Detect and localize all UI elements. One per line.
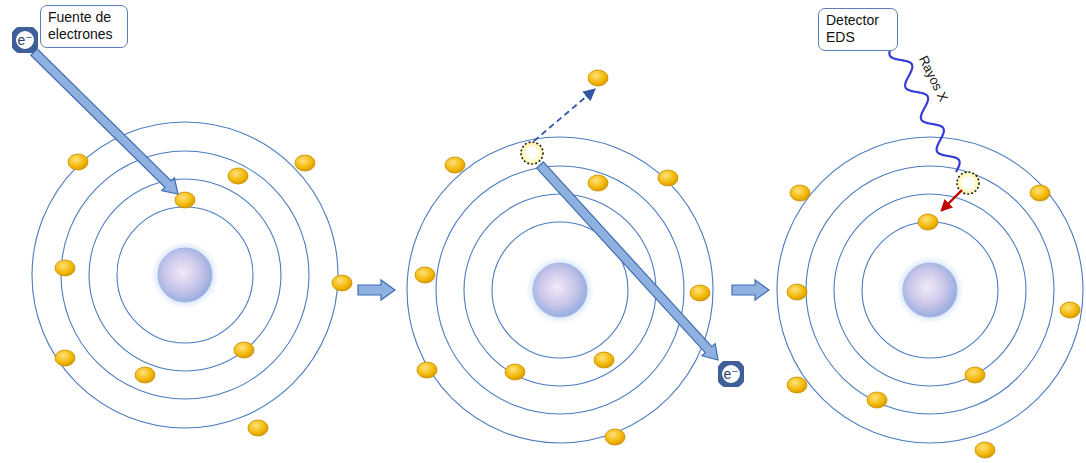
ejected-electron — [588, 70, 608, 86]
electron — [594, 352, 614, 368]
atom — [32, 122, 352, 436]
ejection-path — [534, 90, 594, 141]
electron — [690, 285, 710, 301]
orbit — [834, 194, 1026, 386]
orbit — [806, 166, 1054, 414]
nucleus-glow — [151, 241, 219, 309]
electron-symbol-text: e⁻ — [17, 33, 32, 47]
electron — [1030, 185, 1050, 201]
electron — [787, 377, 807, 393]
nucleus-glow — [526, 256, 594, 324]
orbit — [32, 122, 338, 428]
electron-symbol: e⁻ — [12, 27, 38, 53]
text-box: Fuente de electrones — [40, 5, 128, 48]
electron — [658, 170, 678, 186]
electron — [918, 214, 938, 230]
box-text: Detector EDS — [826, 12, 890, 46]
scattered-electron-arrow — [537, 162, 718, 360]
step-arrow — [732, 280, 769, 300]
electron — [248, 420, 268, 436]
orbit — [464, 194, 656, 386]
electron — [790, 185, 810, 201]
electron — [588, 175, 608, 191]
electron — [867, 392, 887, 408]
electron — [68, 154, 88, 170]
orbit — [61, 151, 309, 399]
nucleus — [903, 263, 957, 317]
electron — [505, 364, 525, 380]
x-ray-wave — [889, 44, 959, 172]
electron — [332, 275, 352, 291]
nucleus-glow — [896, 256, 964, 324]
x-ray-label: Rayos X — [916, 53, 951, 104]
circle-outline — [719, 362, 743, 386]
vacancy — [521, 142, 543, 164]
electron — [415, 267, 435, 283]
electron — [1060, 302, 1080, 318]
orbit — [436, 166, 684, 414]
orbit — [89, 179, 281, 371]
transition-arrow — [942, 190, 962, 210]
electron — [135, 367, 155, 383]
electron — [965, 367, 985, 383]
electron — [605, 429, 625, 445]
electron — [228, 168, 248, 184]
nucleus — [158, 248, 212, 302]
orbit — [862, 222, 998, 358]
orbit — [777, 137, 1083, 443]
electron-symbol: e⁻ — [718, 361, 744, 387]
electron — [295, 155, 315, 171]
electron — [55, 350, 75, 366]
box-text: Fuente de electrones — [48, 9, 120, 43]
electron — [445, 157, 465, 173]
electron — [234, 342, 254, 358]
electron — [787, 284, 807, 300]
incident-electron-arrow — [31, 49, 178, 194]
electron-symbol-text: e⁻ — [723, 367, 738, 381]
text-box: Detector EDS — [818, 8, 898, 51]
circle-outline — [13, 28, 37, 52]
step-arrow — [358, 280, 395, 300]
orbit — [117, 207, 253, 343]
electron — [55, 260, 75, 276]
electron — [417, 362, 437, 378]
electron — [975, 442, 995, 458]
nucleus — [533, 263, 587, 317]
atom — [777, 137, 1083, 458]
